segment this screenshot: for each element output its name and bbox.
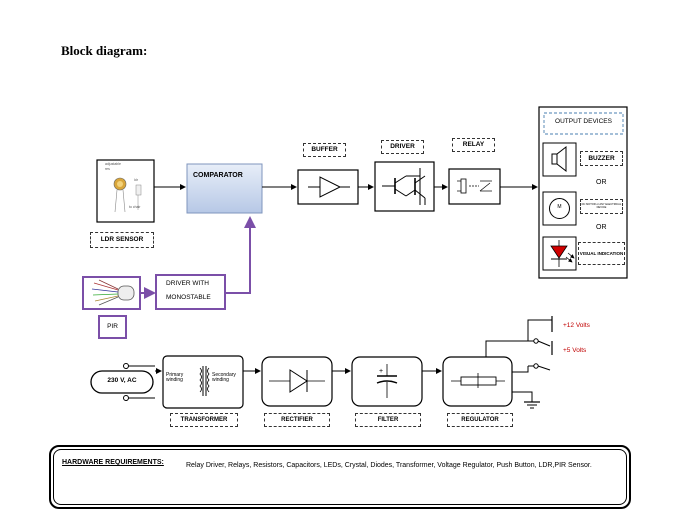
- ldr-sensor-image: [96, 159, 155, 223]
- hardware-requirements-inner-frame: [53, 449, 627, 505]
- page-title: Block diagram:: [61, 43, 148, 58]
- pir-label: PIR: [107, 323, 118, 330]
- transformer-label: TRANSFORMER: [170, 413, 238, 427]
- filter-label: FILTER: [355, 413, 421, 427]
- pir-signal-path: [82, 216, 256, 339]
- transformer-block: [162, 355, 244, 409]
- ldr-sensor-label: LDR SENSOR: [90, 232, 154, 248]
- regulator-block: [442, 356, 513, 407]
- secondary-winding-label: Secondary winding: [212, 372, 236, 383]
- ac-source-label: 230 V, AC: [107, 377, 137, 384]
- ac-source: [90, 363, 155, 401]
- motor-symbol-label: M: [557, 204, 562, 210]
- 5v-output-label: +5 Volts: [563, 347, 587, 354]
- filter-capacitor-block: +: [351, 356, 423, 407]
- comparator-block: [186, 163, 263, 214]
- buffer-label: BUFFER: [303, 143, 346, 157]
- led-icon: [542, 236, 577, 271]
- rectifier-label: RECTIFIER: [264, 413, 330, 427]
- driver-transistor-block: [374, 161, 435, 212]
- pir-sensor-image: [91, 279, 135, 306]
- visual-indication-label: VISUAL INDICATION: [578, 242, 625, 265]
- regulator-label: REGULATOR: [447, 413, 513, 427]
- driver-label: DRIVER: [381, 140, 424, 154]
- regulator-output-wiring: [485, 316, 553, 409]
- rectifier-block: [261, 356, 333, 407]
- hardware-requirements-frame: [49, 445, 631, 509]
- ldr-photo-caption-4: to chair: [129, 205, 141, 209]
- ldr-photo-caption-1: adjustable: [105, 162, 121, 166]
- relay-block: [448, 168, 501, 205]
- comparator-label: COMPARATOR: [193, 172, 243, 179]
- 12v-output-label: +12 Volts: [563, 322, 590, 329]
- ldr-photo-caption-2: res: [105, 167, 110, 171]
- buzzer-label: BUZZER: [580, 151, 623, 166]
- or-label-2: OR: [596, 224, 607, 231]
- buffer-block: [297, 169, 359, 205]
- output-devices-title: OUTPUT DEVICES: [555, 118, 612, 125]
- hardware-requirements-heading: HARDWARE REQUIREMENTS:: [62, 459, 164, 466]
- primary-winding-label: Primary winding: [166, 372, 184, 383]
- speaker-icon: [542, 142, 577, 177]
- ldr-photo-caption-3: ldr: [134, 178, 138, 182]
- driver-monostable-line2: MONOSTABLE: [166, 294, 211, 301]
- svg-text:+: +: [379, 368, 383, 375]
- relay-label: RELAY: [452, 138, 495, 152]
- driver-monostable-line1: DRIVER WITH: [166, 280, 209, 287]
- motor-caption-label: DC MOTOR or ANY ELECTRICAL DEVICE: [580, 199, 623, 214]
- hardware-requirements-list: Relay Driver, Relays, Resistors, Capacit…: [186, 462, 592, 469]
- motor-icon: [542, 191, 577, 226]
- or-label-1: OR: [596, 179, 607, 186]
